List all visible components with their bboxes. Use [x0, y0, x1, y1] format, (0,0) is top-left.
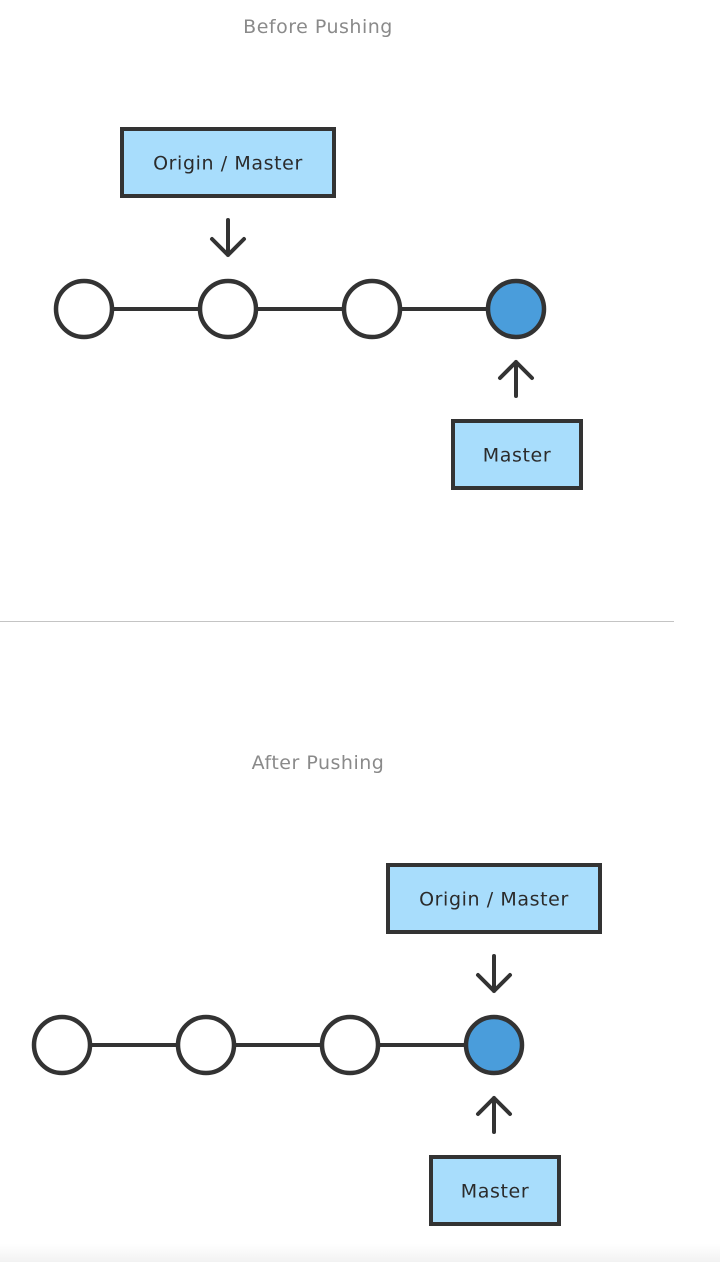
commit-node	[175, 1014, 237, 1076]
before-pushing-title: Before Pushing	[243, 16, 393, 38]
master-label-text: Master	[483, 445, 552, 467]
commit-node	[319, 1014, 381, 1076]
master-label: Master	[451, 419, 583, 490]
origin-master-label-box	[386, 863, 602, 934]
commit-node-head	[485, 278, 547, 340]
section-divider	[0, 621, 674, 622]
origin-master-label-pointer-arrow	[210, 218, 246, 257]
commit-node	[31, 1014, 93, 1076]
origin-master-label: Origin / Master	[386, 863, 602, 934]
master-label-pointer-arrow	[498, 360, 534, 398]
master-label-box	[451, 419, 583, 490]
origin-master-label-box	[120, 127, 336, 198]
master-label-box	[429, 1155, 561, 1226]
commit-node	[341, 278, 403, 340]
commit-node-head	[463, 1014, 525, 1076]
page-bottom-edge	[0, 1244, 720, 1262]
commit-node	[53, 278, 115, 340]
master-label-text: Master	[461, 1181, 530, 1203]
master-label: Master	[429, 1155, 561, 1226]
commit-node	[197, 278, 259, 340]
master-label-pointer-arrow	[476, 1096, 512, 1134]
origin-master-label-text: Origin / Master	[419, 889, 569, 911]
origin-master-label: Origin / Master	[120, 127, 336, 198]
after-pushing-title: After Pushing	[251, 752, 385, 774]
origin-master-label-pointer-arrow	[476, 954, 512, 993]
origin-master-label-text: Origin / Master	[153, 153, 303, 175]
